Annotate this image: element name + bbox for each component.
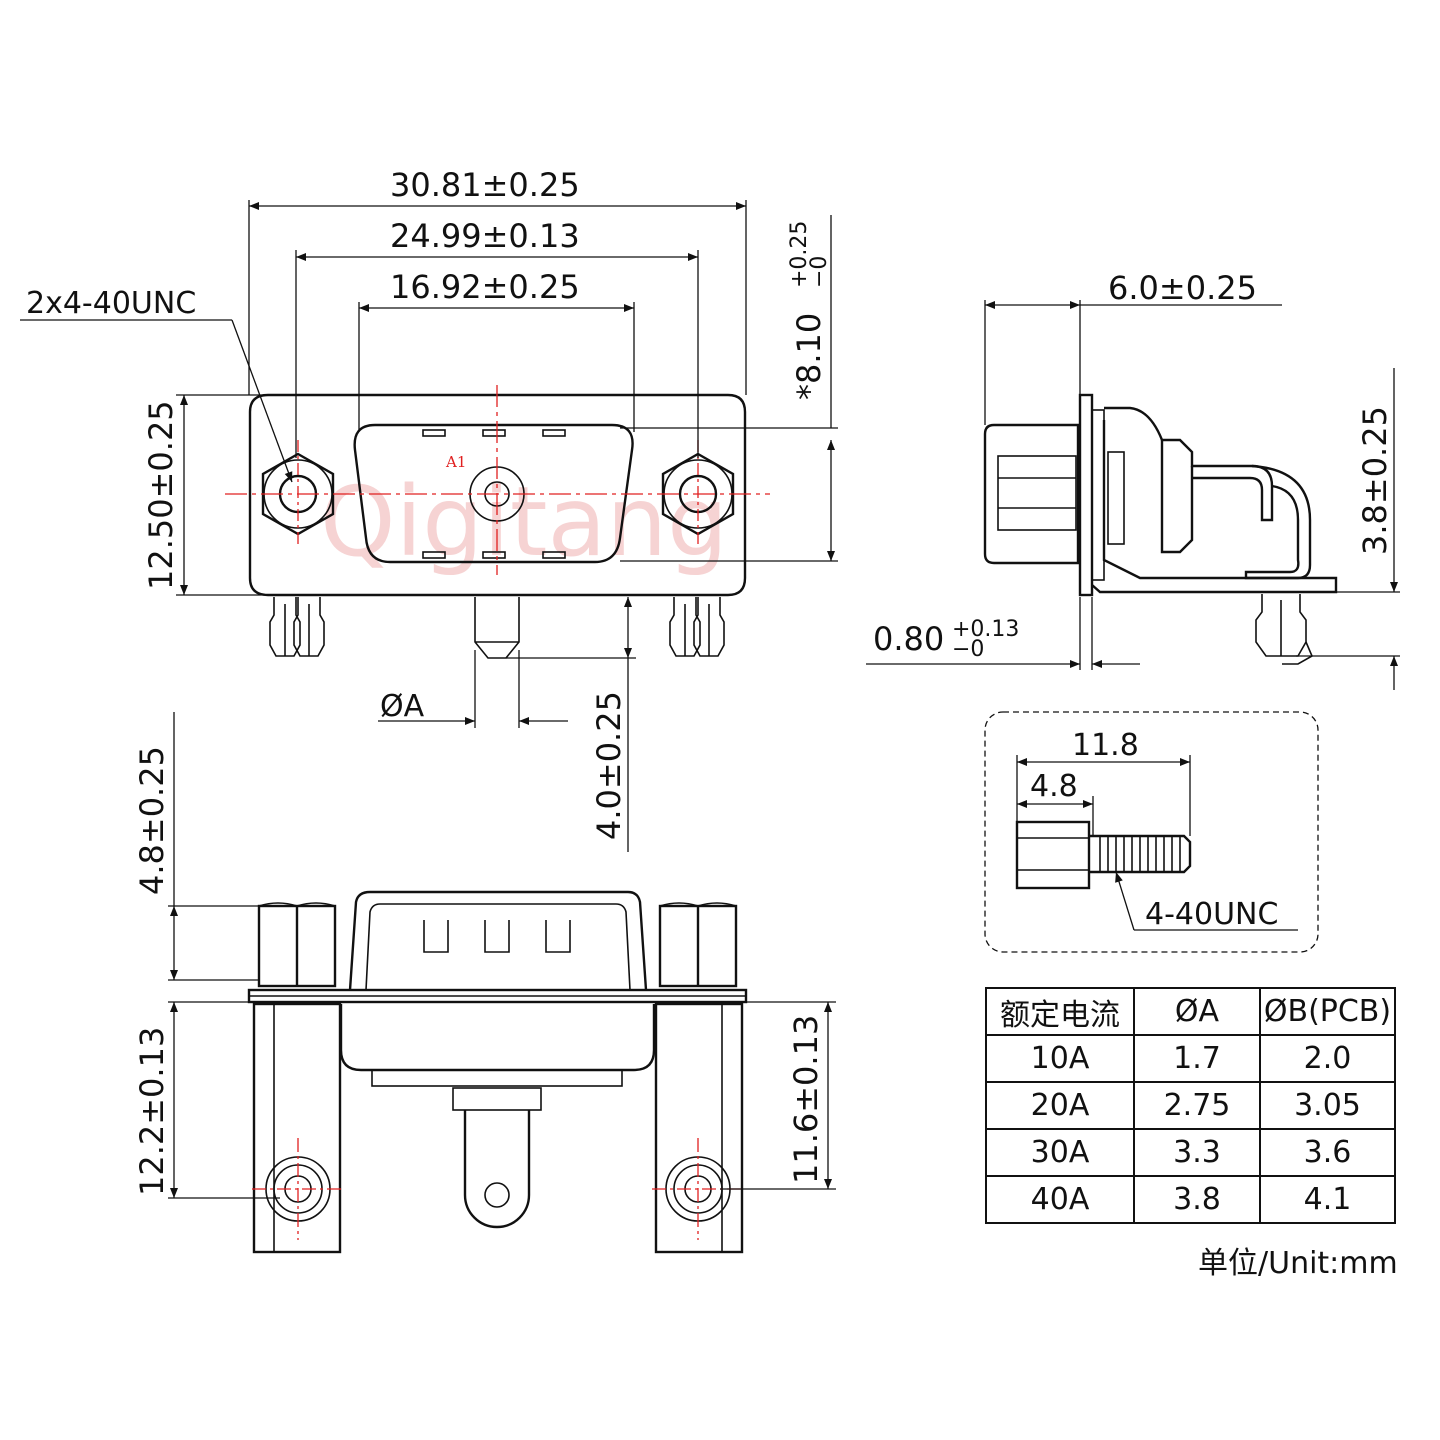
table-cell: 2.75 — [1133, 1081, 1261, 1130]
dim-overall-width: 30.81±0.25 — [390, 166, 580, 204]
dim-shell-width: 16.92±0.25 — [390, 268, 580, 306]
dim-side-height: 3.8±0.25 — [1356, 406, 1394, 555]
table-header-cell: ØB(PCB) — [1259, 987, 1396, 1036]
dim-flange-tol-plus: +0.13 — [952, 617, 1019, 642]
pin-diameter-label: ØA — [380, 689, 425, 724]
dim-flange-thickness: 0.80 — [873, 620, 944, 658]
table-cell: 3.6 — [1259, 1128, 1396, 1177]
dim-shell-height-tol-minus: −0 — [807, 256, 832, 288]
table-header-cell: 额定电流 — [985, 987, 1135, 1036]
dim-nut-height: 4.8±0.25 — [133, 746, 171, 895]
table-row: 20A 2.75 3.05 — [985, 1081, 1396, 1130]
dim-pin-length: 4.0±0.25 — [590, 691, 628, 840]
dim-shell-height-tol-plus: +0.25 — [787, 221, 812, 288]
dim-shell-height: *8.10 — [790, 313, 828, 400]
table-cell: 40A — [985, 1175, 1135, 1224]
front-flange-outline — [248, 393, 747, 597]
dim-left-height: 12.2±0.13 — [133, 1027, 171, 1196]
front-right-board-lock — [669, 597, 725, 657]
front-view: A1 30.81±0.25 24.99±0.13 16.92±0.25 — [20, 166, 838, 852]
table-header-row: 额定电流 ØA ØB(PCB) — [985, 987, 1396, 1036]
dim-front-height: 12.50±0.25 — [142, 400, 180, 590]
table-cell: 10A — [985, 1034, 1135, 1083]
table-cell: 20A — [985, 1081, 1135, 1130]
pin-label-a1: A1 — [445, 453, 466, 471]
bottom-view: 4.8±0.25 12.2±0.13 11.6±0.13 — [133, 712, 836, 1254]
spec-table: 额定电流 ØA ØB(PCB) 10A 1.7 2.0 20A 2.75 3.0… — [985, 987, 1396, 1224]
table-cell: 2.0 — [1259, 1034, 1396, 1083]
front-solder-pin — [474, 597, 520, 659]
table-cell: 30A — [985, 1128, 1135, 1177]
front-contact-slots — [422, 429, 566, 559]
dim-right-height: 11.6±0.13 — [787, 1015, 825, 1184]
screw-callout: 2x4-40UNC — [26, 286, 196, 321]
table-header-cell: ØA — [1133, 987, 1261, 1036]
table-row: 40A 3.8 4.1 — [985, 1175, 1396, 1224]
thread-label: 4-40UNC — [1145, 897, 1278, 932]
table-cell: 1.7 — [1133, 1034, 1261, 1083]
table-cell: 3.3 — [1133, 1128, 1261, 1177]
table-cell: 3.8 — [1133, 1175, 1261, 1224]
dim-screw-hex-length: 4.8 — [1030, 769, 1078, 804]
table-cell: 3.05 — [1259, 1081, 1396, 1130]
dim-side-depth: 6.0±0.25 — [1108, 269, 1257, 307]
dim-flange-tol-minus: −0 — [952, 637, 984, 662]
watermark: Qigitang — [320, 466, 728, 578]
dim-screw-total-length: 11.8 — [1072, 728, 1139, 763]
table-row: 10A 1.7 2.0 — [985, 1034, 1396, 1083]
table-cell: 4.1 — [1259, 1175, 1396, 1224]
unit-note: 单位/Unit:mm — [1198, 1246, 1398, 1281]
side-view: 6.0±0.25 3.8±0.25 0.80 +0.13 −0 — [866, 269, 1400, 690]
dim-screw-pitch: 24.99±0.13 — [390, 217, 580, 255]
screw-detail: 11.8 4.8 4-40UNC — [984, 711, 1319, 953]
front-left-board-lock — [269, 597, 325, 657]
front-d-shell — [353, 423, 634, 564]
table-row: 30A 3.3 3.6 — [985, 1128, 1396, 1177]
